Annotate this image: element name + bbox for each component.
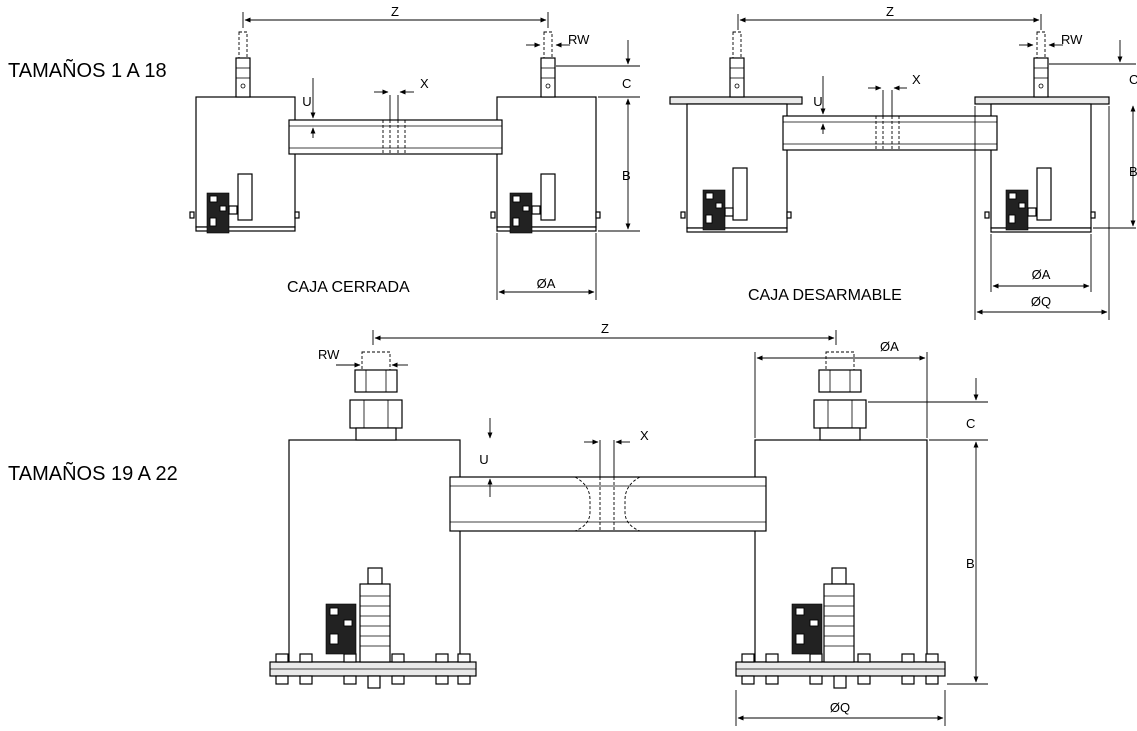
b-label-2: B <box>1129 164 1137 179</box>
rw-label: RW <box>568 32 590 47</box>
q-label: ØQ <box>1031 294 1051 309</box>
x-label: X <box>420 76 429 91</box>
c-label-3: C <box>966 416 975 431</box>
u-label-3: U <box>479 452 488 467</box>
large-size-view: Z <box>269 321 988 726</box>
z-label-2: Z <box>886 4 894 19</box>
a-label-2: ØA <box>1032 267 1051 282</box>
a-label: ØA <box>537 276 556 291</box>
c-label-2: C <box>1129 72 1137 87</box>
z-label-3: Z <box>601 321 609 336</box>
u-label-2: U <box>813 94 822 109</box>
q-label-3: ØQ <box>830 700 850 715</box>
rw-label-2: RW <box>1061 32 1083 47</box>
rw-label-3: RW <box>318 347 340 362</box>
b-label-3: B <box>966 556 975 571</box>
beam <box>288 119 503 155</box>
z-label: Z <box>391 4 399 19</box>
c-label: C <box>622 76 631 91</box>
a-label-3: ØA <box>880 339 899 354</box>
left-housing-large <box>288 439 461 663</box>
section-label-sizes-19-22: TAMAÑOS 19 A 22 <box>8 461 178 485</box>
x-label-3: X <box>640 428 649 443</box>
beam-2 <box>782 115 998 151</box>
closed-box-view: Z <box>189 4 640 300</box>
u-label: U <box>302 94 311 109</box>
caption-closed-box: CAJA CERRADA <box>287 279 410 296</box>
section-label-sizes-1-18: TAMAÑOS 1 A 18 <box>8 58 167 82</box>
b-label: B <box>622 168 631 183</box>
right-flange <box>974 96 1110 105</box>
left-flange <box>669 96 803 105</box>
beam-large <box>449 476 767 532</box>
split-box-view: Z <box>669 4 1137 320</box>
x-label-2: X <box>912 72 921 87</box>
caption-split-box: CAJA DESARMABLE <box>748 287 902 304</box>
